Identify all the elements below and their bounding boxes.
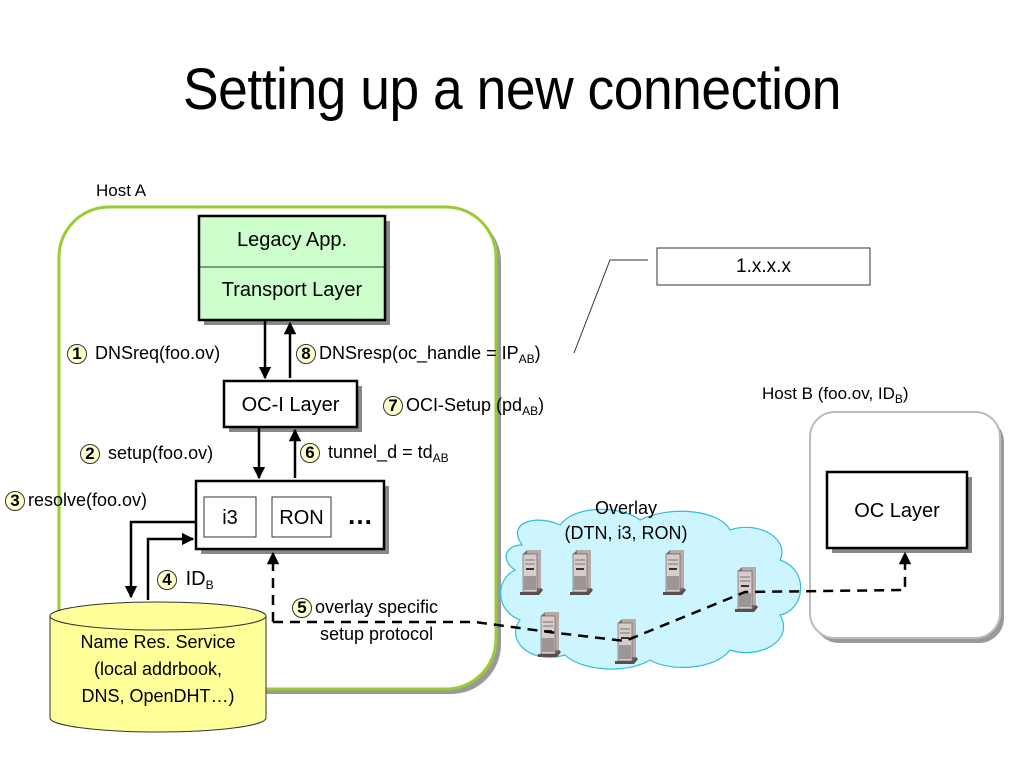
step-text: DNSreq(foo.ov): [95, 343, 221, 363]
host-b-label-sub: B: [894, 392, 903, 406]
step-badge: 3: [5, 491, 25, 512]
app-transport-stack: [197, 214, 390, 325]
name-service-line3: DNS, OpenDHT…): [81, 686, 235, 706]
ip-callout-value: 1.x.x.x: [736, 256, 791, 277]
server-icon: [537, 611, 562, 658]
step-4: 4 IDB: [157, 568, 214, 592]
step-badge: 6: [300, 443, 320, 464]
overlay-cloud: [500, 508, 802, 670]
step-sub: AB: [432, 451, 449, 465]
flow-arrows: [124, 320, 302, 600]
more-modules-ellipsis: …: [347, 500, 373, 530]
step-sub: AB: [518, 352, 535, 366]
oci-layer-label: OC-I Layer: [241, 394, 340, 416]
host-b-label: Host B (foo.ov, IDB): [762, 384, 909, 406]
step-badge: 8: [296, 344, 316, 365]
step-6: 6 tunnel_d = tdAB: [300, 442, 449, 465]
slide-title: Setting up a new connection: [182, 57, 842, 122]
oc-layer-box: [825, 470, 972, 553]
step-badge: 7: [383, 396, 403, 417]
i3-module-label: i3: [222, 507, 238, 529]
server-icon: [662, 549, 687, 596]
step-text: ID: [185, 568, 206, 590]
step-text: setup(foo.ov): [108, 443, 214, 463]
step-badge: 5: [292, 598, 312, 619]
step-badge: 1: [67, 344, 87, 365]
step-5-line2: setup protocol: [320, 624, 434, 644]
oc-layer-label: OC Layer: [854, 500, 940, 522]
overlay-label-line2: (DTN, i3, RON): [564, 523, 688, 543]
step-1: 1 DNSreq(foo.ov): [67, 343, 221, 365]
server-icon: [569, 549, 594, 596]
step-sub: B: [205, 578, 214, 592]
server-icon: [519, 549, 544, 596]
ron-module-label: RON: [279, 507, 324, 529]
host-a-label: Host A: [96, 181, 147, 200]
transport-layer-label: Transport Layer: [221, 279, 363, 301]
host-b-label-end: ): [902, 384, 909, 403]
step-text: resolve(foo.ov): [28, 490, 148, 510]
name-service-cylinder: [49, 601, 267, 733]
step-text: DNSresp(oc_handle = IP: [319, 343, 519, 363]
step-badge: 4: [157, 569, 177, 590]
server-icon: [734, 566, 759, 613]
name-service-line1: Name Res. Service: [80, 632, 236, 652]
step-text-end: ): [538, 395, 545, 415]
server-icon: [614, 618, 639, 665]
overlay-label-line1: Overlay: [594, 498, 657, 518]
step-text: tunnel_d = td: [328, 442, 433, 462]
oci-layer-box: [222, 379, 362, 432]
legacy-app-label: Legacy App.: [236, 229, 348, 251]
step-text: overlay specific: [315, 597, 439, 617]
step-text: OCI-Setup (pd: [406, 395, 523, 415]
name-service-line2: (local addrbook,: [93, 659, 223, 679]
overlay-module-box: [194, 479, 389, 554]
ip-callout: [573, 247, 871, 354]
step-sub: AB: [522, 404, 539, 418]
step-text-end: ): [534, 343, 541, 363]
overlay-protocol-path: [266, 551, 912, 643]
host-b-label-text: Host B (foo.ov, ID: [762, 384, 895, 403]
step-badge: 2: [80, 444, 100, 465]
step-2: 2 setup(foo.ov): [80, 443, 214, 465]
